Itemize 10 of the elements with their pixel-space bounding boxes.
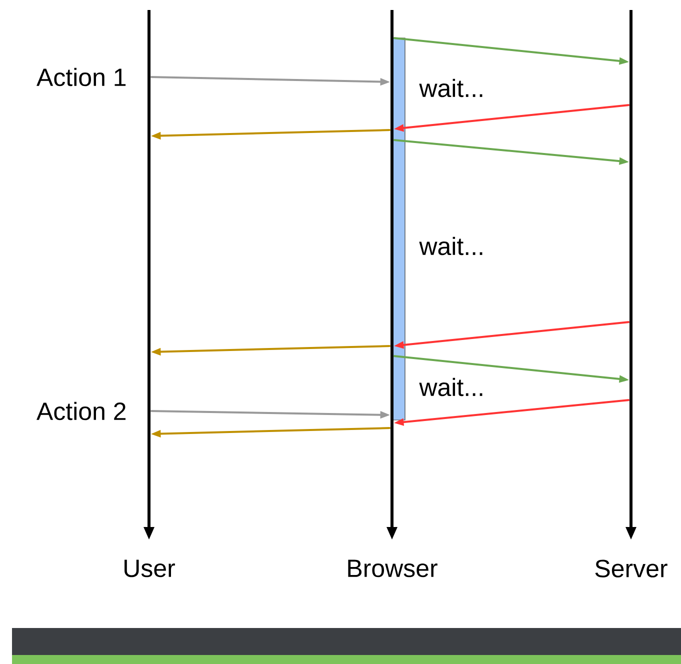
wait-label: wait... — [419, 378, 482, 396]
action-label: Action 2 — [36, 402, 126, 420]
lifeline: User — [124, 10, 175, 578]
action-label: Action 1 — [36, 68, 126, 86]
node-label: Server — [595, 560, 668, 578]
wait-label: wait... — [419, 78, 482, 98]
node-label: Browser — [348, 560, 438, 578]
wait-label: wait... — [419, 236, 482, 256]
node-label: User — [124, 560, 175, 578]
lifeline: Server — [595, 10, 668, 578]
